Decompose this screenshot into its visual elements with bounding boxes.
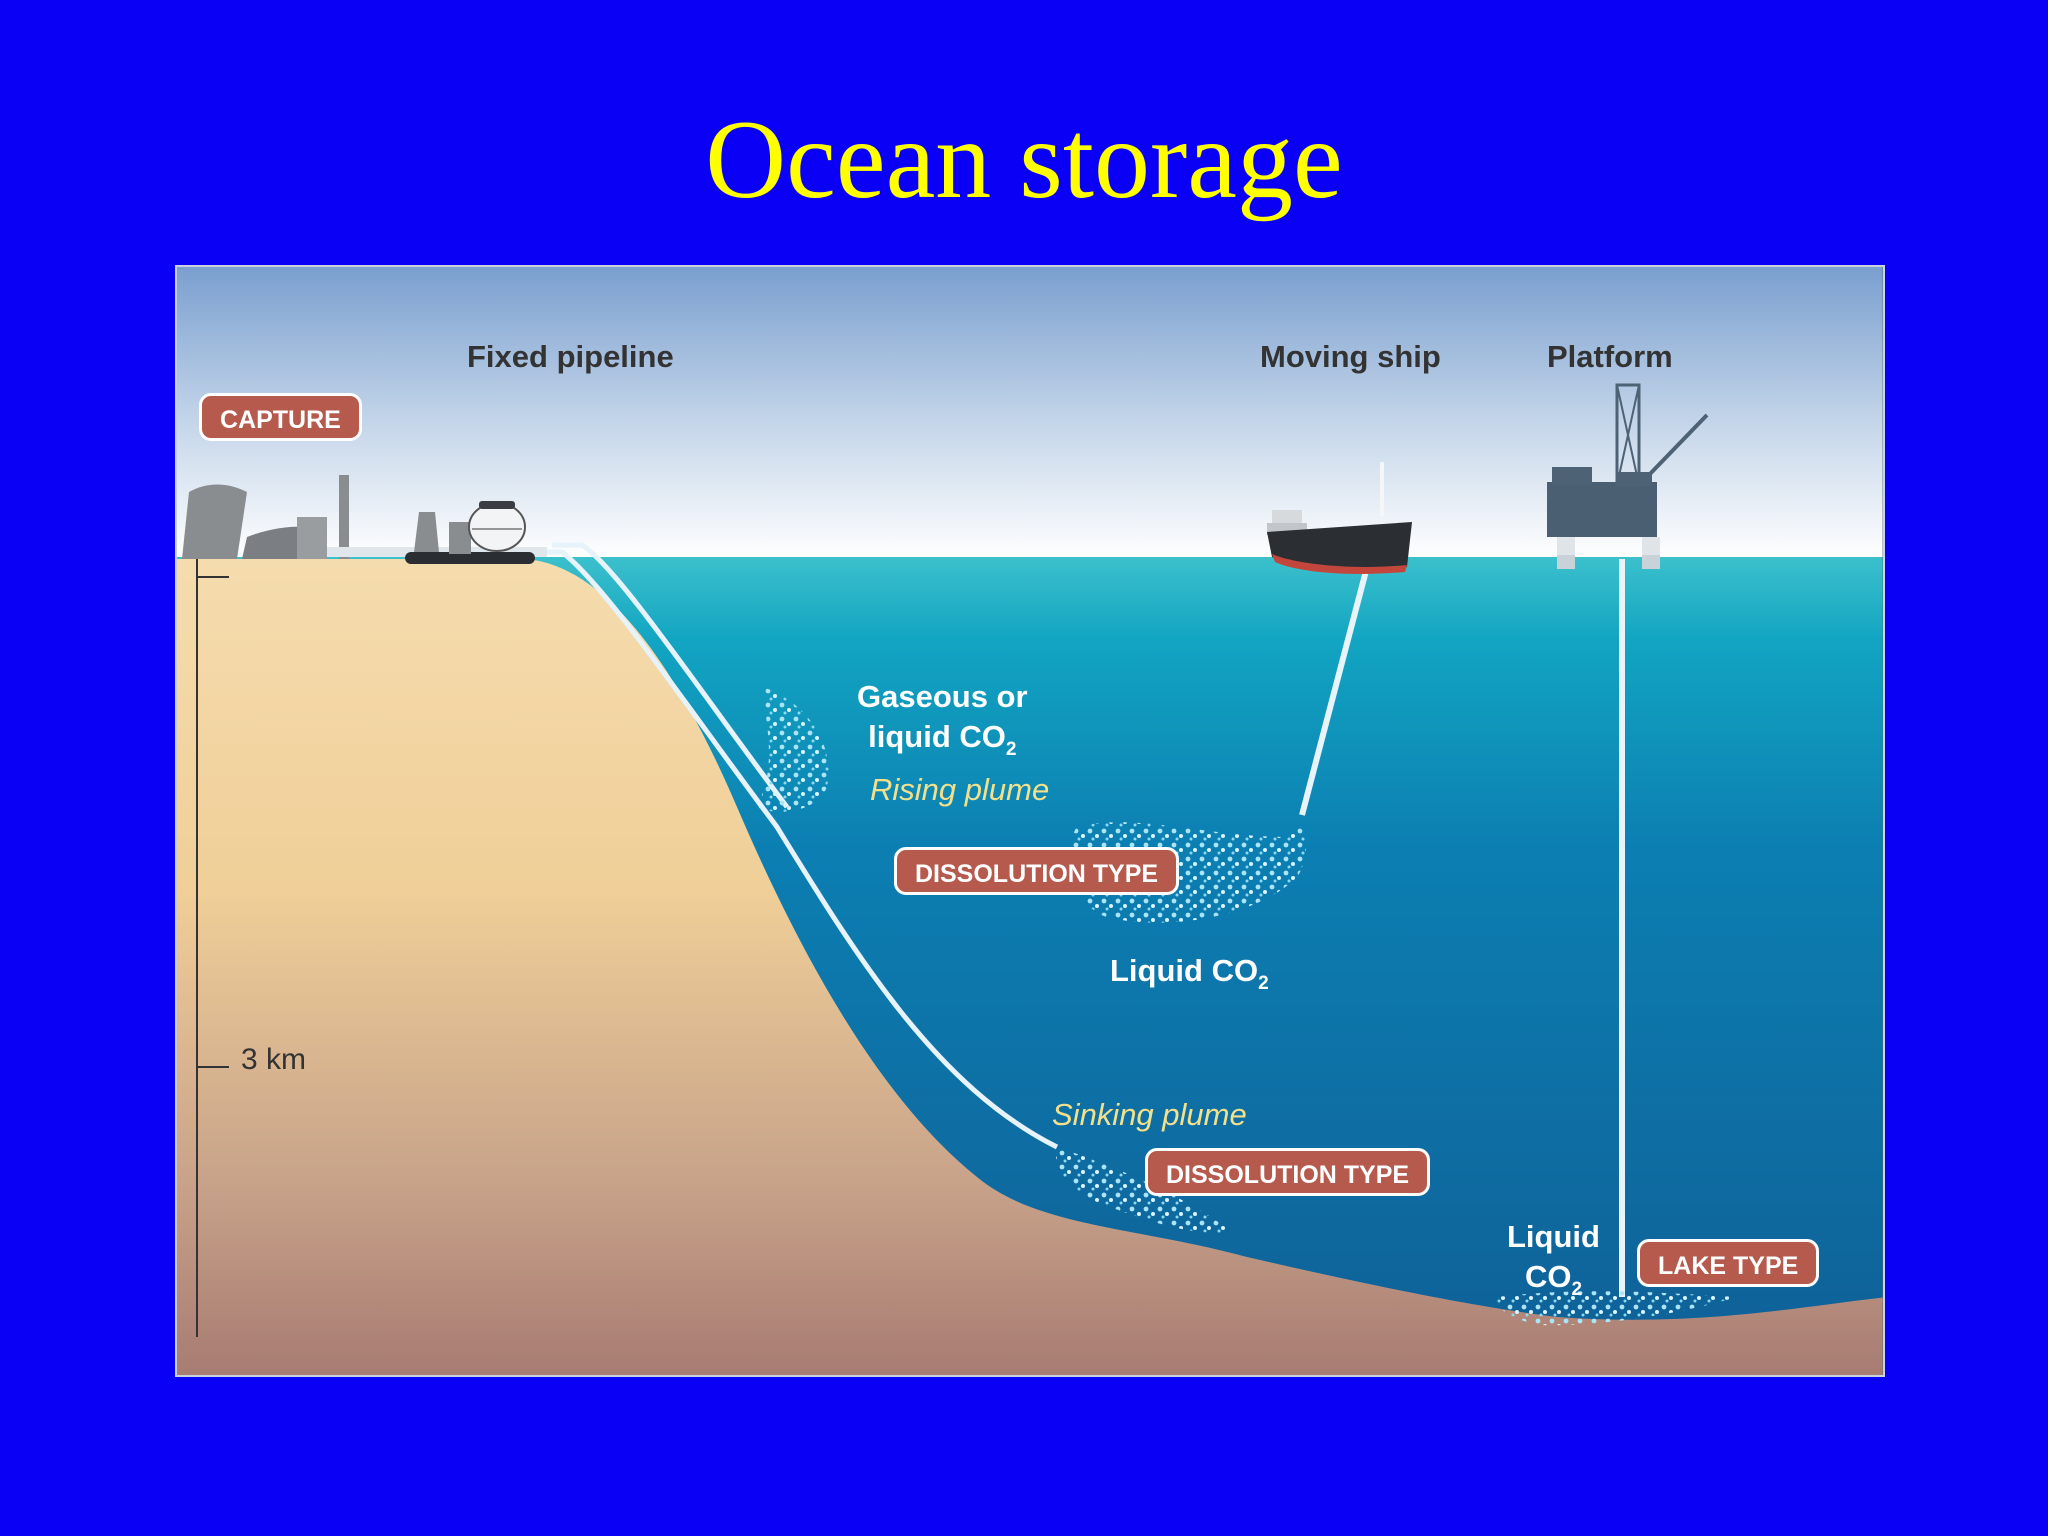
- liquid-co2-mid-text: Liquid CO: [1110, 953, 1259, 988]
- pipeline-deep: [537, 549, 1059, 1150]
- gaseous-co2-line2: liquid CO2: [857, 717, 1028, 760]
- depth-scale: [196, 559, 229, 1337]
- seabed: [177, 559, 1883, 1375]
- ocean-storage-diagram: Fixed pipeline Moving ship Platform CAPT…: [175, 265, 1885, 1377]
- lake-co2-bubbles: [1496, 1291, 1737, 1326]
- pipeline-shallow: [552, 542, 790, 809]
- oil-platform-icon: [1547, 383, 1709, 569]
- fixed-pipeline-label: Fixed pipeline: [467, 339, 674, 374]
- slide-title: Ocean storage: [705, 98, 1343, 222]
- ship-riser: [1299, 566, 1370, 816]
- storage-tank-icon: [405, 501, 535, 564]
- liquid-co2-lake-line2: CO2: [1507, 1257, 1600, 1300]
- liquid-co2-mid-subscript: 2: [1258, 973, 1269, 994]
- liquid-co2-lake-line1: Liquid: [1507, 1219, 1600, 1254]
- rising-plume-label: Rising plume: [870, 772, 1050, 807]
- platform-label: Platform: [1547, 339, 1673, 374]
- dissolution-type-badge-lower: DISSOLUTION TYPE: [1145, 1148, 1431, 1196]
- depth-scale-label: 3 km: [241, 1043, 307, 1076]
- liquid-co2-lake-label: Liquid CO2: [1507, 1217, 1600, 1300]
- capture-badge: CAPTURE: [199, 393, 362, 441]
- sinking-plume-label: Sinking plume: [1052, 1097, 1247, 1132]
- gaseous-co2-subscript: 2: [1005, 739, 1017, 760]
- liquid-co2-mid-label: Liquid CO2: [1110, 951, 1269, 994]
- liquid-co2-lake-subscript: 2: [1571, 1279, 1583, 1300]
- moving-ship-label: Moving ship: [1260, 339, 1441, 374]
- ship-icon: [1267, 462, 1412, 574]
- gaseous-co2-label: Gaseous or liquid CO2: [857, 677, 1028, 760]
- liquid-co2-lake-text: CO: [1524, 1259, 1572, 1294]
- dissolution-type-badge-upper: DISSOLUTION TYPE: [894, 847, 1180, 895]
- lake-type-badge: LAKE TYPE: [1637, 1239, 1820, 1287]
- rising-plume-bubbles: [757, 687, 829, 812]
- gaseous-co2-line1: Gaseous or: [857, 679, 1028, 714]
- sinking-plume-bubbles: [1056, 1147, 1232, 1233]
- diagram-scene: [177, 267, 1883, 1375]
- gaseous-co2-text: liquid CO: [868, 719, 1006, 754]
